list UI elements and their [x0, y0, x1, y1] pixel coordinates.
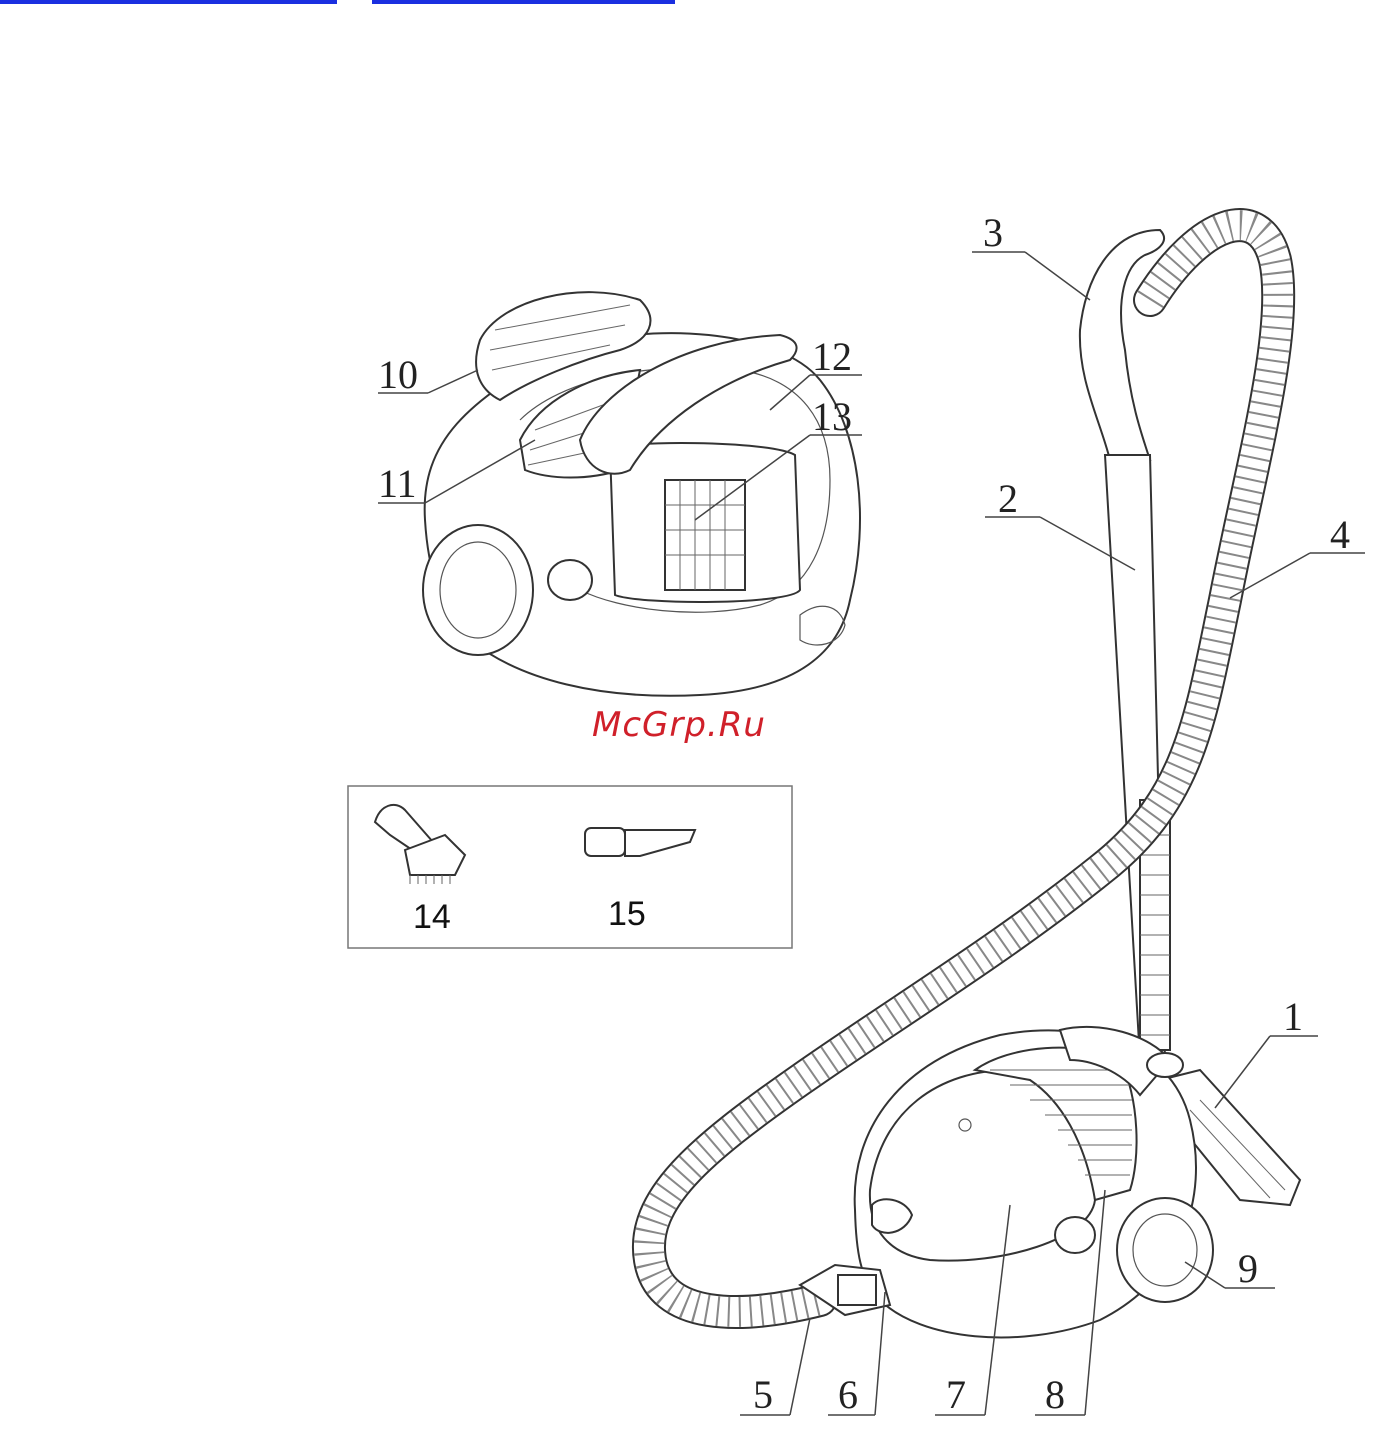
callout-7: 7 — [946, 1372, 966, 1417]
callout-11: 11 — [378, 461, 417, 506]
callout-1: 1 — [1283, 994, 1303, 1039]
callout-5: 5 — [753, 1372, 773, 1417]
watermark: McGrp.Ru — [592, 705, 766, 745]
callout-12: 12 — [812, 334, 852, 379]
callout-10: 10 — [378, 352, 418, 397]
callout-2: 2 — [998, 476, 1018, 521]
callout-9: 9 — [1238, 1246, 1258, 1291]
accessory-label-14: 14 — [413, 898, 451, 936]
callout-13: 13 — [812, 394, 852, 439]
callout-4: 4 — [1330, 512, 1350, 557]
accessory-label-15: 15 — [608, 895, 646, 933]
crevice-tool-icon — [585, 828, 695, 856]
callout-3: 3 — [983, 210, 1003, 255]
callout-8: 8 — [1045, 1372, 1065, 1417]
open-vacuum-body-drawing — [423, 292, 860, 696]
brush-nozzle-icon — [375, 805, 465, 884]
callout-6: 6 — [838, 1372, 858, 1417]
